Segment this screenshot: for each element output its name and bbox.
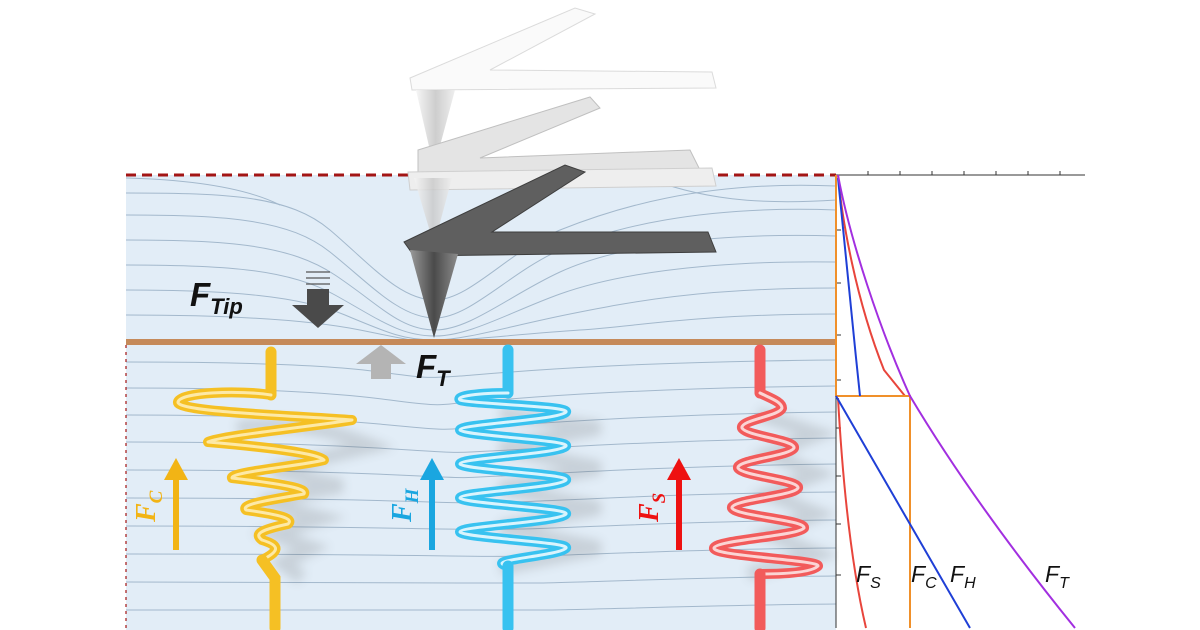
curve-f-c — [835, 175, 911, 628]
legend-f-c: FC — [911, 561, 937, 592]
f-tip-arrow — [292, 271, 344, 328]
f-t-arrow — [356, 345, 406, 379]
curve-f-t — [837, 174, 1076, 629]
f-h-label: FH — [387, 487, 423, 523]
f-c-label: FC — [131, 490, 167, 523]
spring-h — [454, 344, 602, 630]
upper-medium — [126, 175, 836, 342]
legend-f-h: FH — [950, 561, 976, 592]
cantilever-ghost — [409, 7, 717, 91]
f-s-label: FS — [634, 493, 670, 523]
cantilever-middle — [416, 90, 701, 173]
arrow-f-s — [667, 458, 691, 550]
curve-f-s-lower — [837, 397, 867, 629]
force-graph: FS FC FH FT — [835, 171, 1085, 629]
spring-s — [708, 344, 840, 630]
arrow-f-h — [420, 458, 444, 550]
f-t-label: FT — [416, 348, 451, 391]
legend-f-s: FS — [856, 561, 881, 592]
graph-x-ticks — [867, 171, 1061, 175]
spring-c — [172, 346, 396, 630]
cantilever-deflected — [403, 164, 717, 338]
sample-surface — [126, 339, 836, 345]
curve-f-h — [835, 177, 971, 629]
legend-f-t: FT — [1045, 561, 1070, 592]
arrow-f-c — [164, 458, 188, 550]
f-tip-label: FTip — [190, 276, 243, 319]
